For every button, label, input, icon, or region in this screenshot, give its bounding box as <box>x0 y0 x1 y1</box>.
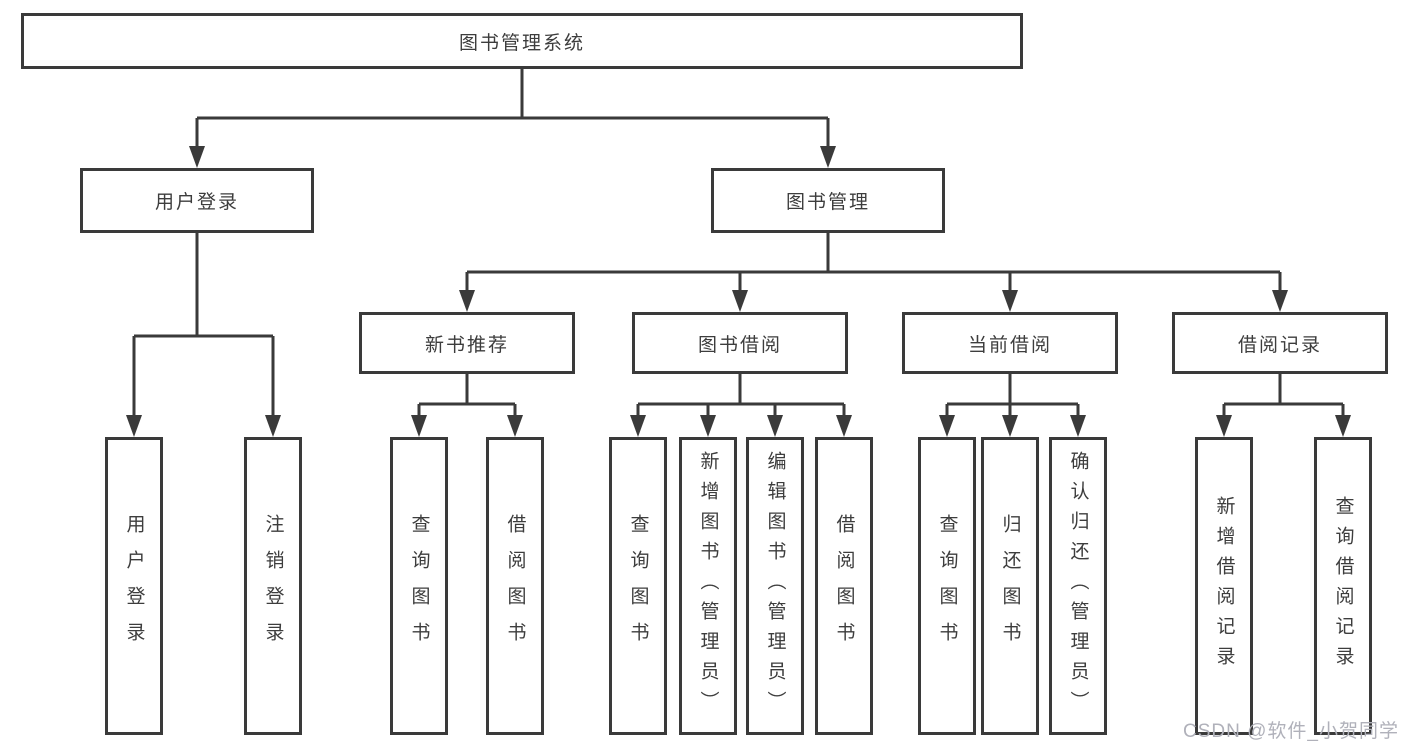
leaf-query-borrow-record: 查询借阅记录 <box>1314 437 1372 735</box>
node-borrow-records: 借阅记录 <box>1172 312 1388 374</box>
node-new-book-recommend-label: 新书推荐 <box>424 334 509 356</box>
leaf-user-login-label: 用户登录 <box>123 514 145 658</box>
node-current-borrowing: 当前借阅 <box>902 312 1118 374</box>
leaf-edit-book-admin: 编辑图书（管理员） <box>746 437 804 735</box>
node-library-system: 图书管理系统 <box>21 13 1023 69</box>
leaf-recommend-query-books: 查询图书 <box>390 437 448 735</box>
node-user-login-label: 用户登录 <box>154 192 239 213</box>
leaf-borrow-books: 借阅图书 <box>815 437 873 735</box>
node-borrow-records-label: 借阅记录 <box>1237 334 1322 356</box>
leaf-user-login: 用户登录 <box>105 437 163 735</box>
leaf-logout: 注销登录 <box>244 437 302 735</box>
leaf-recommend-query-books-label: 查询图书 <box>408 514 430 658</box>
leaf-current-query-books-label: 查询图书 <box>936 514 958 658</box>
leaf-add-borrow-record: 新增借阅记录 <box>1195 437 1253 735</box>
leaf-borrowing-query-books: 查询图书 <box>609 437 667 735</box>
node-book-management-label: 图书管理 <box>785 192 870 213</box>
csdn-watermark: CSDN @软件_小贺同学 <box>1183 721 1399 742</box>
leaf-recommend-borrow-books: 借阅图书 <box>486 437 544 735</box>
leaf-add-book-admin-label: 新增图书（管理员） <box>697 451 719 721</box>
leaf-borrowing-query-books-label: 查询图书 <box>627 514 649 658</box>
leaf-add-book-admin: 新增图书（管理员） <box>679 437 737 735</box>
leaf-current-query-books: 查询图书 <box>918 437 976 735</box>
node-current-borrowing-label: 当前借阅 <box>967 334 1052 356</box>
leaf-recommend-borrow-books-label: 借阅图书 <box>504 514 526 658</box>
node-library-system-label: 图书管理系统 <box>458 32 585 54</box>
node-book-borrowing: 图书借阅 <box>632 312 848 374</box>
leaf-edit-book-admin-label: 编辑图书（管理员） <box>764 451 786 721</box>
leaf-confirm-return-admin-label: 确认归还（管理员） <box>1067 451 1089 721</box>
leaf-add-borrow-record-label: 新增借阅记录 <box>1213 496 1235 676</box>
leaf-logout-label: 注销登录 <box>262 514 284 658</box>
leaf-return-books: 归还图书 <box>981 437 1039 735</box>
leaf-borrow-books-label: 借阅图书 <box>833 514 855 658</box>
node-book-management: 图书管理 <box>711 168 945 233</box>
leaf-return-books-label: 归还图书 <box>999 514 1021 658</box>
leaf-query-borrow-record-label: 查询借阅记录 <box>1332 496 1354 676</box>
node-new-book-recommend: 新书推荐 <box>359 312 575 374</box>
node-book-borrowing-label: 图书借阅 <box>697 334 782 356</box>
node-user-login: 用户登录 <box>80 168 314 233</box>
leaf-confirm-return-admin: 确认归还（管理员） <box>1049 437 1107 735</box>
